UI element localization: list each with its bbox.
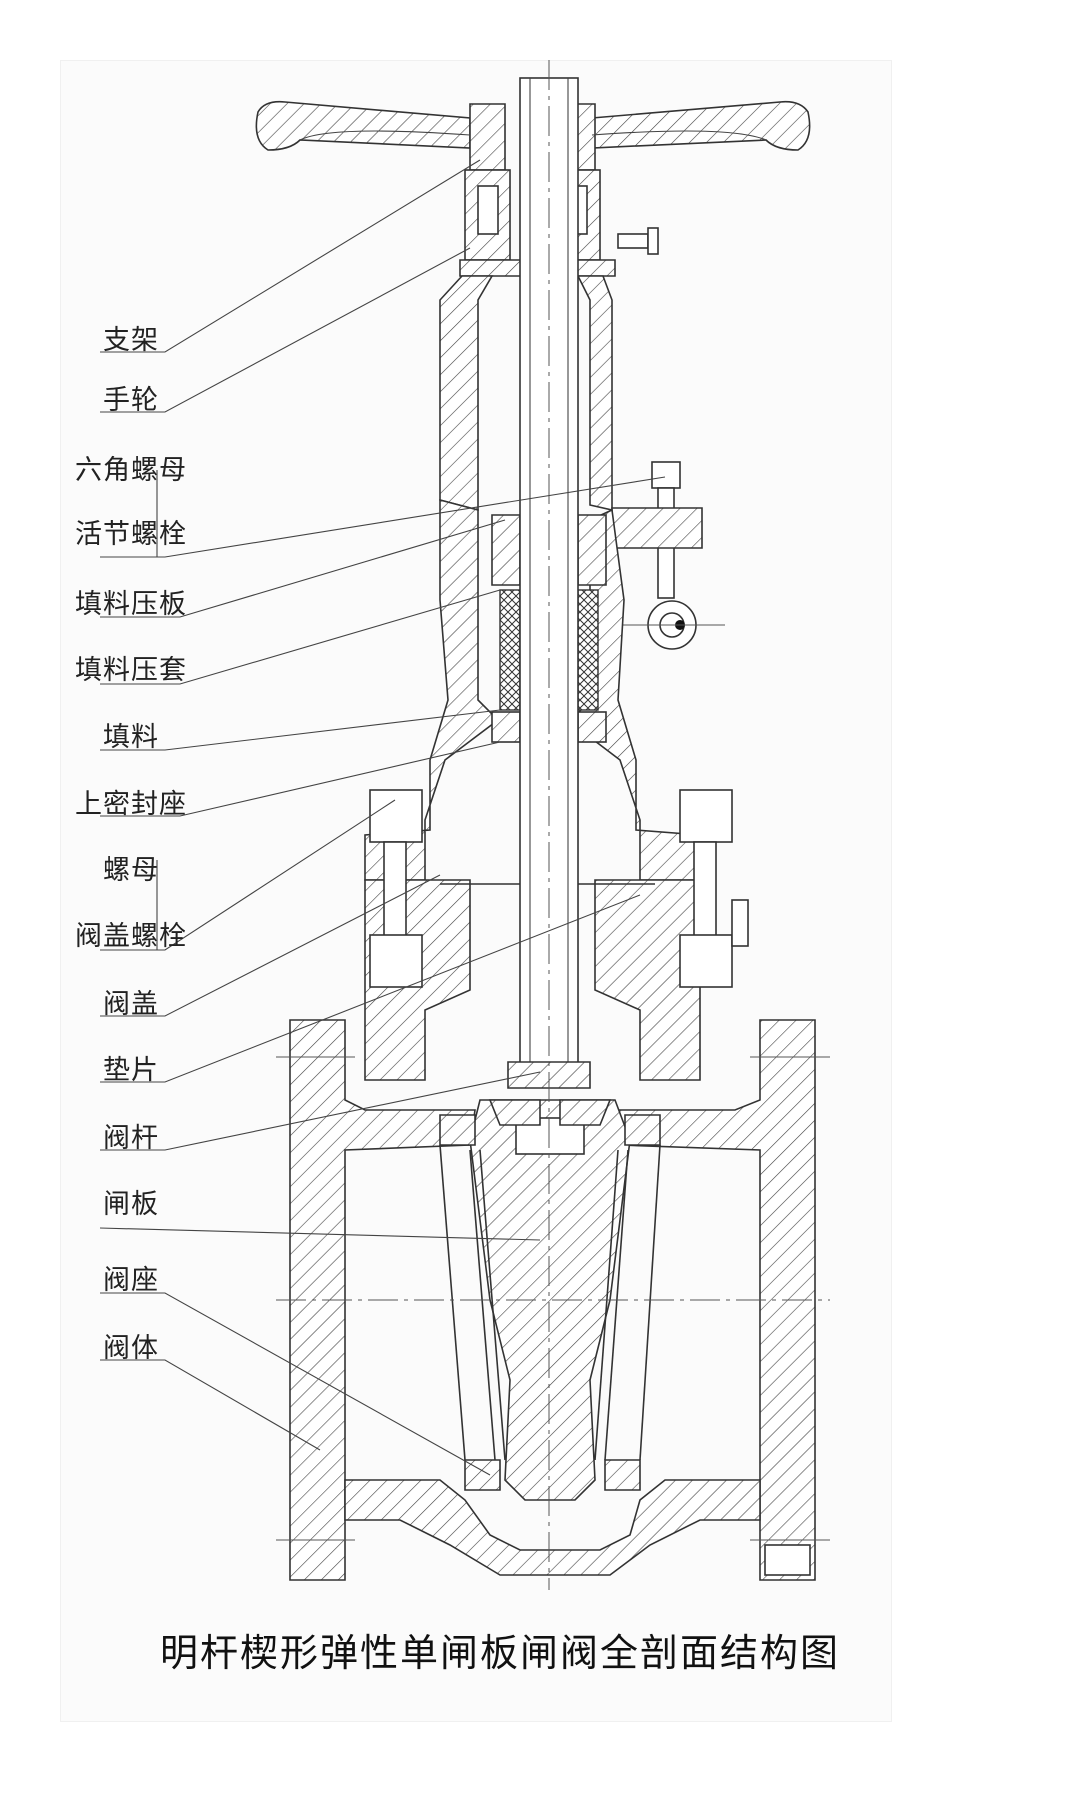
label-gland-plate: 填料压板 bbox=[75, 589, 187, 620]
label-stem: 阀杆 bbox=[103, 1123, 159, 1154]
label-backseat: 上密封座 bbox=[75, 789, 187, 820]
label-packing: 填料 bbox=[103, 722, 159, 753]
yoke bbox=[439, 275, 613, 512]
label-yoke: 支架 bbox=[103, 325, 159, 356]
label-gate: 闸板 bbox=[103, 1189, 159, 1220]
label-gasket: 垫片 bbox=[103, 1055, 159, 1086]
label-bonnet-bolt: 阀盖螺栓 bbox=[75, 921, 187, 952]
eye-bolt bbox=[611, 461, 725, 650]
valve-seats bbox=[439, 1114, 661, 1491]
leader-lines bbox=[99, 159, 666, 1476]
label-hex-nut: 六角螺母 bbox=[75, 455, 187, 486]
label-nut: 螺母 bbox=[103, 855, 159, 886]
label-handwheel: 手轮 bbox=[103, 385, 159, 416]
label-gland-sleeve: 填料压套 bbox=[75, 655, 187, 686]
figure-caption: 明杆楔形弹性单闸板闸阀全剖面结构图 bbox=[159, 1631, 840, 1675]
wedge-gate bbox=[469, 1099, 631, 1501]
bonnet-bolts bbox=[369, 789, 749, 988]
label-seat: 阀座 bbox=[103, 1265, 159, 1296]
centre-lines bbox=[276, 60, 830, 1590]
valve-body bbox=[289, 1019, 816, 1581]
label-body: 阀体 bbox=[103, 1333, 159, 1364]
label-bonnet: 阀盖 bbox=[103, 989, 159, 1020]
label-eye-bolt: 活节螺栓 bbox=[75, 519, 187, 550]
